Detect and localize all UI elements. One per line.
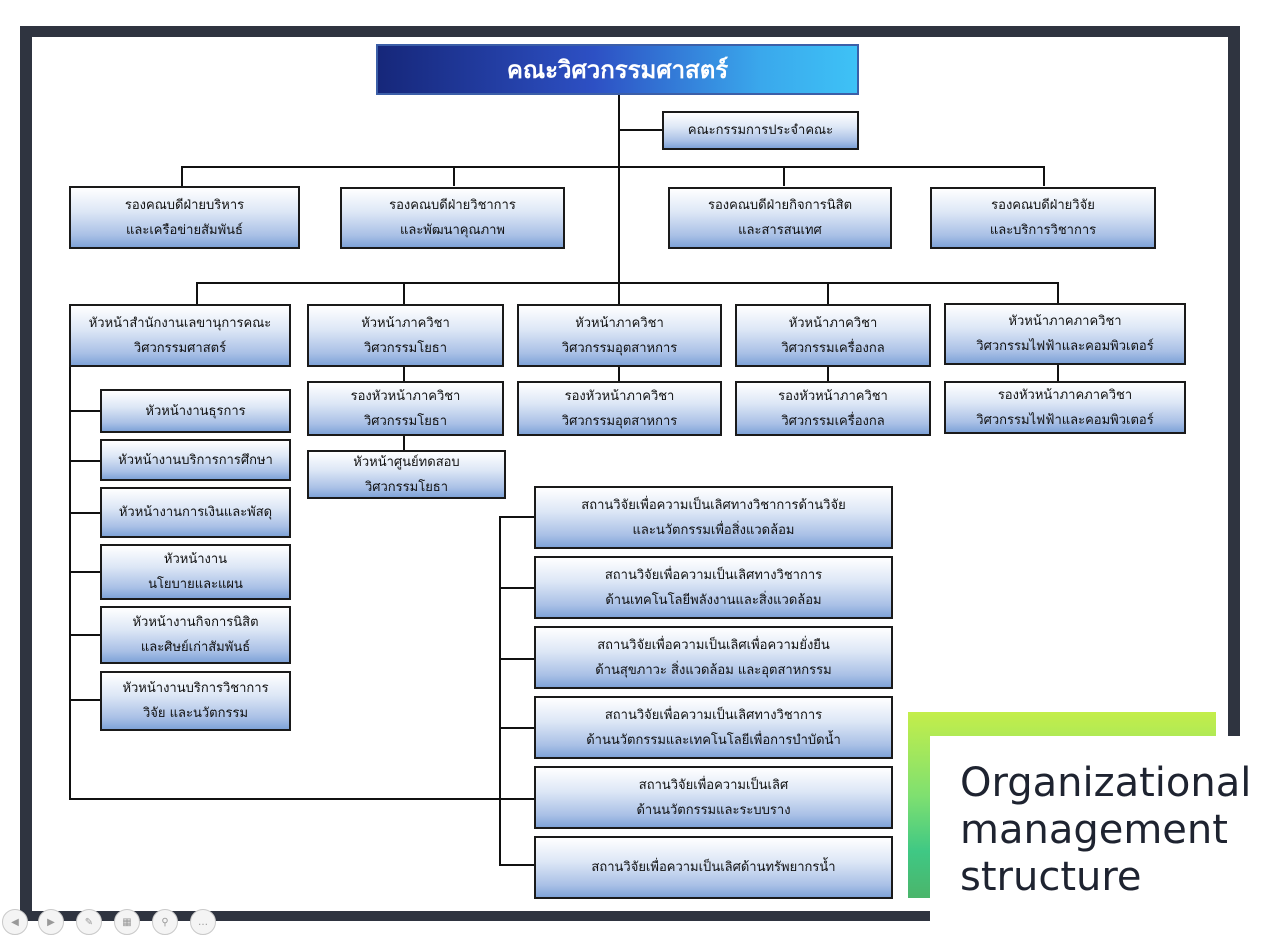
caption-line: structure bbox=[960, 854, 1142, 900]
department-head-label: หัวหน้าภาคภาควิชา bbox=[1008, 314, 1122, 329]
previous-slide-icon[interactable]: ◀ bbox=[2, 909, 28, 935]
office-unit-label: วิจัย และนวัตกรรม bbox=[142, 706, 249, 721]
department-head-label: วิศวกรรมศาสตร์ bbox=[133, 340, 227, 356]
office-unit-box: หัวหน้างาน นโยบายและแผน bbox=[100, 544, 291, 600]
office-unit-box: หัวหน้างานกิจการนิสิต และศิษย์เก่าสัมพัน… bbox=[100, 606, 291, 664]
office-unit-label: หัวหน้างาน bbox=[163, 552, 228, 567]
testing-center-label: วิศวกรรมโยธา bbox=[364, 479, 449, 495]
pen-icon[interactable]: ✎ bbox=[76, 909, 102, 935]
department-head-label: วิศวกรรมเครื่องกล bbox=[781, 340, 885, 356]
next-slide-icon[interactable]: ▶ bbox=[38, 909, 64, 935]
head-industrial-box: หัวหน้าภาควิชา วิศวกรรมอุตสาหการ bbox=[517, 304, 722, 367]
head-secretary-office-box: หัวหน้าสำนักงานเลขานุการคณะ วิศวกรรมศาสต… bbox=[69, 304, 291, 367]
deputy-department-head-label: รองหัวหน้าภาคภาควิชา bbox=[997, 387, 1133, 403]
deputy-dean-label: รองคณบดีฝ่ายบริหาร bbox=[124, 197, 245, 213]
research-center-box: สถานวิจัยเพื่อความเป็นเลิศเพื่อความยั่งย… bbox=[534, 626, 893, 689]
department-head-label: วิศวกรรมไฟฟ้าและคอมพิวเตอร์ bbox=[976, 339, 1154, 354]
head-mechanical-box: หัวหน้าภาควิชา วิศวกรรมเครื่องกล bbox=[735, 304, 931, 367]
committee-label: คณะกรรมการประจำคณะ bbox=[687, 123, 834, 138]
deputy-department-head-label: รองหัวหน้าภาควิชา bbox=[564, 388, 675, 404]
deputy-dean-admin-box: รองคณบดีฝ่ายบริหาร และเครือข่ายสัมพันธ์ bbox=[69, 186, 300, 249]
deputy-department-head-label: วิศวกรรมอุตสาหการ bbox=[561, 413, 678, 429]
department-head-label: หัวหน้าภาควิชา bbox=[575, 315, 664, 331]
research-center-label: ด้านสุขภาวะ สิ่งแวดล้อม และอุตสาหกรรม bbox=[595, 662, 832, 678]
deputy-dean-academic-box: รองคณบดีฝ่ายวิชาการ และพัฒนาคุณภาพ bbox=[340, 187, 565, 249]
slide-caption: Organizational management structure bbox=[960, 760, 1260, 901]
research-center-label: สถานวิจัยเพื่อความเป็นเลิศด้านทรัพยากรน้… bbox=[591, 860, 836, 875]
deputy-dean-research-box: รองคณบดีฝ่ายวิจัย และบริการวิชาการ bbox=[930, 187, 1156, 249]
faculty-title: คณะวิศวกรรมศาสตร์ bbox=[506, 56, 729, 84]
research-center-label: สถานวิจัยเพื่อความเป็นเลิศเพื่อความยั่งย… bbox=[597, 637, 830, 653]
caption-line: Organizational bbox=[960, 760, 1252, 806]
deputy-department-head-label: วิศวกรรมเครื่องกล bbox=[781, 413, 885, 429]
research-center-box: สถานวิจัยเพื่อความเป็นเลิศทางวิชาการ ด้า… bbox=[534, 696, 893, 759]
research-center-label: ด้านเทคโนโลยีพลังงานและสิ่งแวดล้อม bbox=[605, 592, 822, 608]
testing-center-label: หัวหน้าศูนย์ทดสอบ bbox=[353, 454, 460, 470]
department-head-label: หัวหน้าภาควิชา bbox=[788, 315, 878, 331]
head-electrical-box: หัวหน้าภาคภาควิชา วิศวกรรมไฟฟ้าและคอมพิว… bbox=[944, 303, 1186, 365]
research-center-label: สถานวิจัยเพื่อความเป็นเลิศทางวิชาการ bbox=[604, 567, 823, 583]
department-head-label: วิศวกรรมโยธา bbox=[363, 340, 448, 356]
research-center-box: สถานวิจัยเพื่อความเป็นเลิศ ด้านนวัตกรรมแ… bbox=[534, 766, 893, 829]
deputy-head-electrical-box: รองหัวหน้าภาคภาควิชา วิศวกรรมไฟฟ้าและคอม… bbox=[944, 381, 1186, 434]
office-unit-box: หัวหน้างานการเงินและพัสดุ bbox=[100, 487, 291, 538]
deputy-department-head-label: วิศวกรรมไฟฟ้าและคอมพิวเตอร์ bbox=[976, 412, 1154, 428]
zoom-icon[interactable]: ⚲ bbox=[152, 909, 178, 935]
slides-grid-icon[interactable]: ▦ bbox=[114, 909, 140, 935]
deputy-department-head-label: รองหัวหน้าภาควิชา bbox=[778, 388, 888, 404]
deputy-dean-student-box: รองคณบดีฝ่ายกิจการนิสิต และสารสนเทศ bbox=[668, 187, 892, 249]
research-center-box: สถานวิจัยเพื่อความเป็นเลิศทางวิชาการด้าน… bbox=[534, 486, 893, 549]
deputy-department-head-label: วิศวกรรมโยธา bbox=[363, 413, 448, 429]
deputy-dean-label: และสารสนเทศ bbox=[738, 223, 822, 238]
research-center-box: สถานวิจัยเพื่อความเป็นเลิศด้านทรัพยากรน้… bbox=[534, 836, 893, 899]
research-center-label: สถานวิจัยเพื่อความเป็นเลิศทางวิชาการ bbox=[604, 707, 823, 723]
deputy-dean-label: รองคณบดีฝ่ายกิจการนิสิต bbox=[707, 198, 853, 213]
research-center-box: สถานวิจัยเพื่อความเป็นเลิศทางวิชาการ ด้า… bbox=[534, 556, 893, 619]
research-center-label: สถานวิจัยเพื่อความเป็นเลิศทางวิชาการด้าน… bbox=[581, 497, 846, 513]
testing-center-box: หัวหน้าศูนย์ทดสอบ วิศวกรรมโยธา bbox=[307, 450, 506, 499]
deputy-department-head-label: รองหัวหน้าภาควิชา bbox=[350, 388, 461, 404]
caption-line: management bbox=[960, 807, 1228, 853]
committee-box: คณะกรรมการประจำคณะ bbox=[662, 111, 859, 150]
office-unit-label: หัวหน้างานการเงินและพัสดุ bbox=[118, 505, 273, 520]
office-unit-label: และศิษย์เก่าสัมพันธ์ bbox=[140, 640, 251, 655]
head-civil-box: หัวหน้าภาควิชา วิศวกรรมโยธา bbox=[307, 304, 504, 367]
office-unit-box: หัวหน้างานบริการการศึกษา bbox=[100, 439, 291, 481]
research-center-label: สถานวิจัยเพื่อความเป็นเลิศ bbox=[638, 777, 789, 793]
deputy-head-mechanical-box: รองหัวหน้าภาควิชา วิศวกรรมเครื่องกล bbox=[735, 381, 931, 436]
research-center-label: ด้านนวัตกรรมและระบบราง bbox=[636, 802, 791, 818]
research-center-label: ด้านนวัตกรรมและเทคโนโลยีเพื่อการบำบัดน้ำ bbox=[586, 732, 841, 748]
more-options-icon[interactable]: … bbox=[190, 909, 216, 935]
deputy-dean-label: รองคณบดีฝ่ายวิชาการ bbox=[389, 198, 516, 213]
deputy-dean-label: และบริการวิชาการ bbox=[989, 223, 1097, 238]
office-unit-label: นโยบายและแผน bbox=[148, 577, 243, 592]
caption-panel bbox=[930, 736, 1261, 931]
deputy-head-civil-box: รองหัวหน้าภาควิชา วิศวกรรมโยธา bbox=[307, 381, 504, 436]
slideshow-toolbar: ◀ ▶ ✎ ▦ ⚲ … bbox=[0, 905, 230, 935]
department-head-label: หัวหน้าสำนักงานเลขานุการคณะ bbox=[88, 315, 272, 331]
department-head-label: วิศวกรรมอุตสาหการ bbox=[561, 340, 678, 356]
deputy-head-industrial-box: รองหัวหน้าภาควิชา วิศวกรรมอุตสาหการ bbox=[517, 381, 722, 436]
office-unit-label: หัวหน้างานบริการวิชาการ bbox=[122, 681, 269, 696]
research-center-label: และนวัตกรรมเพื่อสิ่งแวดล้อม bbox=[632, 522, 795, 538]
faculty-title-box: คณะวิศวกรรมศาสตร์ bbox=[376, 44, 859, 95]
office-unit-label: หัวหน้างานธุรการ bbox=[145, 403, 246, 419]
office-unit-label: หัวหน้างานกิจการนิสิต bbox=[132, 615, 259, 630]
office-unit-box: หัวหน้างานธุรการ bbox=[100, 389, 291, 433]
deputy-dean-label: และพัฒนาคุณภาพ bbox=[399, 223, 506, 238]
deputy-dean-label: รองคณบดีฝ่ายวิจัย bbox=[991, 198, 1095, 213]
department-head-label: หัวหน้าภาควิชา bbox=[361, 315, 450, 331]
office-unit-label: หัวหน้างานบริการการศึกษา bbox=[118, 452, 273, 468]
deputy-dean-label: และเครือข่ายสัมพันธ์ bbox=[126, 222, 243, 238]
office-unit-box: หัวหน้างานบริการวิชาการ วิจัย และนวัตกรร… bbox=[100, 671, 291, 731]
